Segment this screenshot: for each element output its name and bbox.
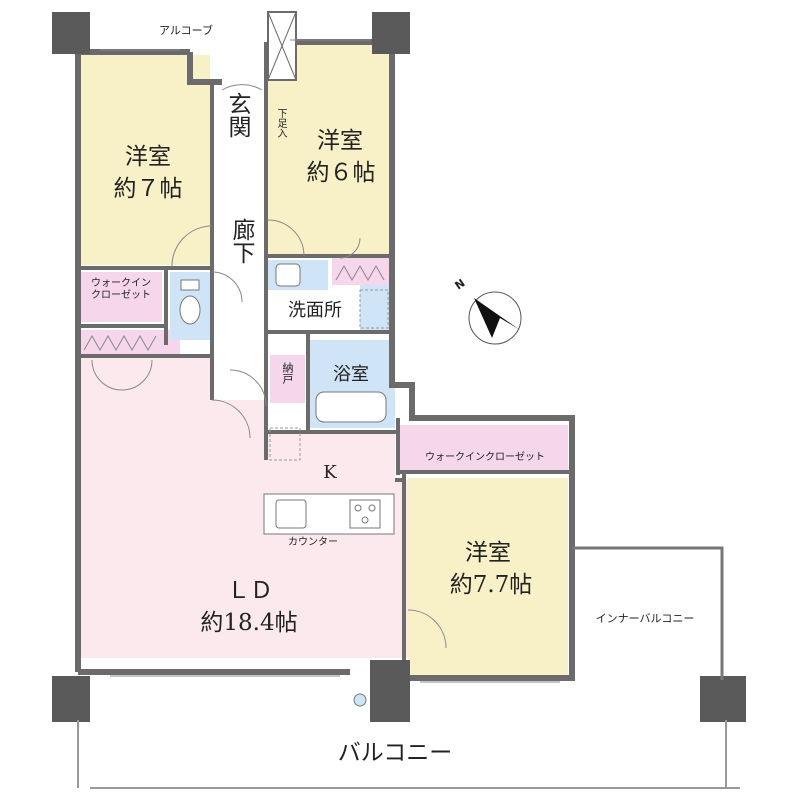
- wall-east-lower: [408, 545, 575, 681]
- toilet-tank: [180, 279, 200, 291]
- entrance-cabinet-x2: [267, 11, 297, 81]
- door-ld: [211, 399, 251, 439]
- western-room-2-size: 約６帖: [306, 160, 376, 186]
- door-wic1b: [121, 359, 153, 391]
- wall-east-upper: [389, 258, 575, 545]
- door-room2: [267, 219, 305, 257]
- walk-in-closet-1-label: ウォークイン クローゼット: [91, 278, 151, 301]
- burner-2: [368, 504, 376, 512]
- toilet-bowl: [179, 295, 201, 325]
- washbasin: [275, 263, 301, 287]
- closet-strip-2: [332, 258, 390, 285]
- walk-in-closet-2-label: ウォークインクローゼット: [425, 452, 545, 463]
- entrance-label: 玄関: [224, 92, 250, 138]
- walk-in-closet-2-floor: [398, 425, 568, 470]
- compass-needle: [474, 298, 520, 338]
- washroom-label: 洗面所: [288, 300, 342, 321]
- shoe-closet-label: 下足入: [275, 108, 286, 138]
- pillar-nw: [52, 12, 90, 54]
- door-room2-closet: [339, 237, 361, 259]
- bathroom-label: 浴室: [333, 364, 369, 385]
- door-storage: [229, 369, 267, 407]
- burner-1: [354, 504, 362, 512]
- closet-zigzag-2: [335, 264, 385, 282]
- western-room-3-name: 洋室: [465, 540, 511, 566]
- storage-floor: [270, 355, 305, 403]
- pillar-ne: [372, 12, 410, 54]
- pillar-s: [370, 660, 410, 722]
- western-room-1-floor: [80, 55, 210, 265]
- washer-space: [359, 289, 389, 329]
- counter-label: カウンター: [288, 537, 338, 548]
- door-toilet: [211, 271, 243, 303]
- western-room-1-name: 洋室: [125, 144, 171, 170]
- washroom-floor-2: [360, 285, 390, 330]
- door-wic1: [91, 359, 123, 391]
- water-faucet: [353, 693, 367, 707]
- stove: [349, 499, 381, 529]
- walk-in-closet-1-floor: [80, 272, 162, 322]
- western-room-3-floor: [408, 478, 568, 680]
- storage-label: 納戸: [281, 362, 294, 384]
- closet-strip-1: [80, 330, 180, 354]
- closet-zigzag-1: [83, 334, 157, 352]
- ld-size: 約18.4帖: [200, 610, 298, 636]
- alcove-label: アルコーブ: [158, 24, 213, 37]
- pillar-sw: [52, 676, 90, 722]
- pillar-se: [700, 676, 746, 722]
- door-entrance: [221, 84, 263, 91]
- inner-balcony-outline: [572, 546, 724, 680]
- kitchen-label: K: [323, 462, 337, 483]
- western-room-2-name: 洋室: [317, 128, 363, 154]
- hallway-label: 廊下: [228, 218, 254, 264]
- balcony-label: バルコニー: [337, 740, 453, 766]
- western-room-1-size: 約７帖: [113, 176, 183, 202]
- ld-name: ＬＤ: [227, 578, 273, 604]
- bathtub: [315, 391, 387, 423]
- door-room3: [407, 609, 447, 649]
- western-room-3-size: 約7.7帖: [449, 572, 533, 598]
- compass: [468, 291, 522, 345]
- kitchen-sink: [275, 499, 307, 529]
- door-room1: [171, 225, 213, 267]
- burner-3: [361, 516, 369, 524]
- inner-balcony-label: インナーバルコニー: [595, 612, 695, 625]
- fridge-space: [269, 427, 301, 461]
